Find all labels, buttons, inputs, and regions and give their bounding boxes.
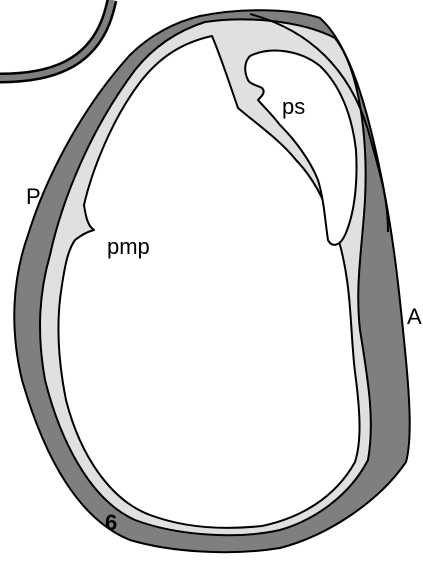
label-anterior-side: A — [407, 306, 422, 328]
label-posterior-muscle-process: pmp — [107, 236, 150, 258]
label-posterior-side: P — [26, 186, 41, 208]
label-posterior-sinus: ps — [282, 96, 305, 118]
figure-number: 6 — [105, 512, 117, 534]
